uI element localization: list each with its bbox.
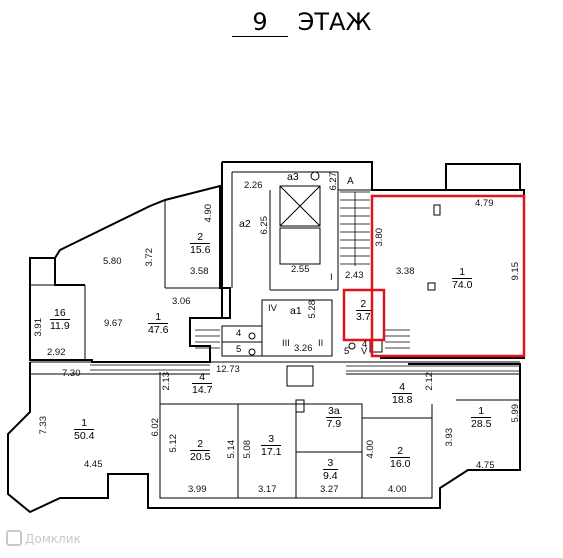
corridor-label-iii: III [282, 338, 290, 349]
dim-9-15: 9.15 [510, 262, 521, 281]
dim-12-73: 12.73 [216, 364, 240, 375]
dim-3-99: 3.99 [188, 484, 207, 495]
dim-3-27: 3.27 [320, 484, 339, 495]
dim-2-55: 2.55 [291, 264, 310, 275]
room-a3: а3 [287, 171, 299, 183]
dim-5-80: 5.80 [103, 256, 122, 267]
watermark-text: Домклик [25, 532, 81, 546]
dim-4-90: 4.90 [203, 204, 214, 223]
dim-3-80: 3.80 [374, 228, 385, 247]
fixtures [248, 171, 441, 413]
dim-2-13: 2.13 [161, 372, 172, 391]
room-4-small: 4 [362, 339, 368, 350]
dim-2-92: 2.92 [47, 347, 66, 358]
dim-4-45: 4.45 [84, 459, 103, 470]
dim-3-06: 3.06 [172, 296, 191, 307]
dim-3-91: 3.91 [33, 318, 44, 337]
dim-6-27: 6.27 [328, 172, 339, 191]
dim-3-93: 3.93 [444, 428, 455, 447]
corridor-label-i: I [330, 272, 333, 283]
corridor-label-ii: II [318, 338, 324, 349]
dim-3-26: 3.26 [294, 343, 313, 354]
floor-number: 9 [232, 8, 288, 37]
dim-9-67: 9.67 [104, 318, 123, 329]
dim-2-12: 2.12 [424, 372, 435, 391]
room-5-small: 5 [344, 346, 350, 357]
corridor-label-iv: IV [268, 303, 277, 314]
room-5-top: 5 [236, 344, 242, 355]
exterior-walls [7, 161, 525, 514]
watermark-logo-icon [6, 530, 22, 546]
room-a2: а2 [239, 218, 251, 230]
dim-4-00-vertical: 4.00 [365, 440, 376, 459]
dim-5-08: 5.08 [242, 440, 253, 459]
floor-title: 9 ЭТАЖ [232, 8, 371, 42]
stairs [90, 191, 520, 372]
dim-4-75: 4.75 [476, 460, 495, 471]
floor-word: ЭТАЖ [297, 8, 372, 36]
dim-6-02: 6.02 [150, 418, 161, 437]
dim-3-17: 3.17 [258, 484, 277, 495]
dim-3-72: 3.72 [144, 248, 155, 267]
dim-7-33: 7.33 [38, 416, 49, 435]
dim-5-99: 5.99 [510, 404, 521, 423]
dim-4-79: 4.79 [475, 198, 494, 209]
dim-3-58: 3.58 [190, 266, 209, 277]
selected-unit-annex [342, 288, 386, 342]
dim-4-00: 4.00 [388, 484, 407, 495]
corridor-label-a: A [347, 176, 354, 187]
dim-2-26: 2.26 [244, 180, 263, 191]
room-a1: а1 [290, 305, 302, 317]
dim-5-14: 5.14 [226, 440, 237, 459]
dim-6-25: 6.25 [259, 216, 270, 235]
corridor-label-v: V [361, 346, 368, 357]
watermark: Домклик [6, 530, 81, 546]
selected-unit-outline [370, 194, 526, 358]
interior-walls [30, 171, 520, 499]
room-4-top: 4 [236, 328, 242, 339]
dim-3-38: 3.38 [396, 266, 415, 277]
dim-2-43: 2.43 [345, 270, 364, 281]
dim-7-30: 7.30 [62, 368, 81, 379]
dim-5-12: 5.12 [168, 434, 179, 453]
dim-5-28: 5.28 [307, 300, 318, 319]
